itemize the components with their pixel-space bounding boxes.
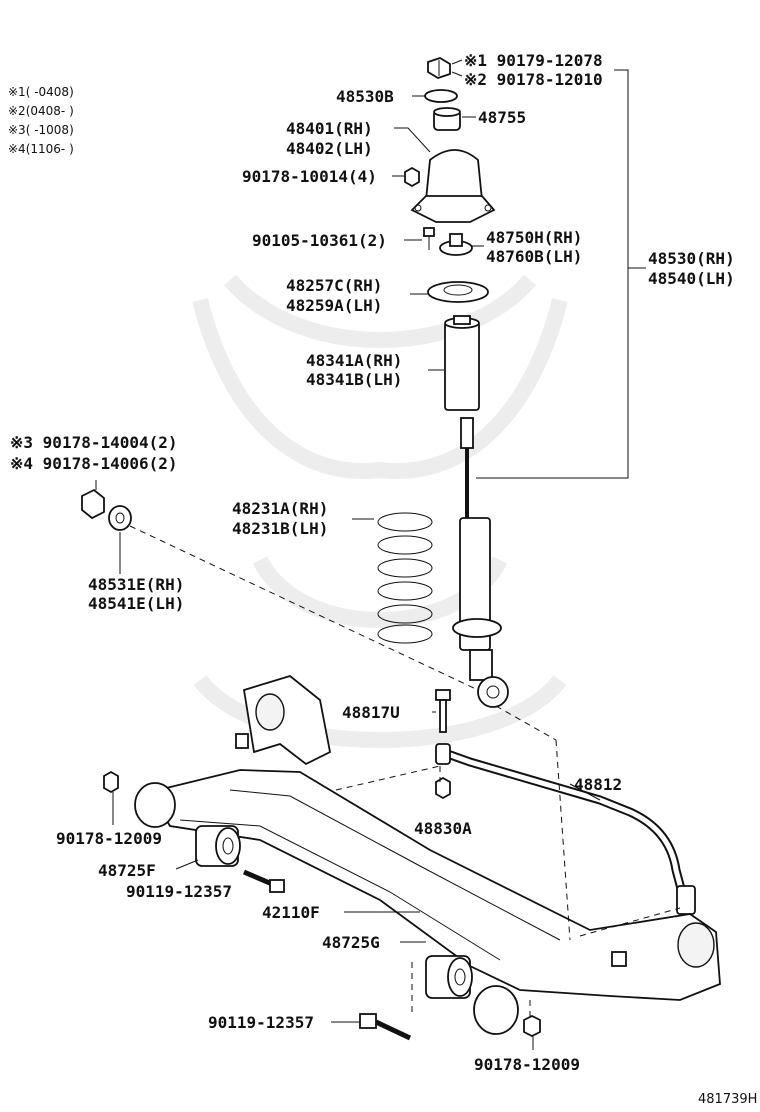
bolt-90119-12357-lower-part [359, 1013, 412, 1041]
label-48530b: 48530B [336, 87, 394, 106]
insulator-48750h-part [439, 233, 473, 256]
label-90178-14006: ※4 90178-14006(2) [10, 454, 178, 473]
nut-48830a-part [435, 776, 451, 800]
bushing-48725g-part [425, 955, 473, 999]
label-90178-12009-lower: 90178-12009 [474, 1055, 580, 1074]
spring-seat-48257c-part [427, 281, 489, 303]
leader-lines [95, 59, 646, 1050]
stabilizer-bar-part [435, 743, 696, 915]
label-90119-12357-upper: 90119-12357 [126, 882, 232, 901]
label-48725f: 48725F [98, 861, 156, 880]
axle-beam-part [134, 675, 721, 1035]
label-nut-90179-12078: ※1 90179-12078 [464, 51, 603, 70]
nut-90178-10014-part [404, 166, 420, 188]
svg-text:※3( -1008): ※3( -1008) [8, 123, 74, 137]
label-48231b: 48231B(LH) [232, 519, 328, 538]
svg-text:※1( -0408): ※1( -0408) [8, 85, 74, 99]
svg-text:※4(1106- ): ※4(1106- ) [8, 142, 74, 156]
label-90178-12009-upper: 90178-12009 [56, 829, 162, 848]
nut-90178-12009-lower-part [523, 1014, 541, 1038]
label-90105-10361: 90105-10361(2) [252, 231, 387, 250]
label-48760b: 48760B(LH) [486, 247, 582, 266]
washer-48531e-part [108, 505, 132, 531]
label-48830a: 48830A [414, 819, 472, 838]
label-90119-12357-lower: 90119-12357 [208, 1013, 314, 1032]
label-48257c: 48257C(RH) [286, 276, 382, 295]
label-42110f: 42110F [262, 903, 320, 922]
label-48341a: 48341A(RH) [306, 351, 402, 370]
bushing-48755-part [433, 107, 461, 131]
suspension-support-part [410, 149, 496, 223]
shock-absorber-part [452, 417, 509, 708]
label-48812: 48812 [574, 775, 622, 794]
label-48755: 48755 [478, 108, 526, 127]
part-labels: ※1 90179-12078 ※2 90178-12010 48530B 487… [10, 51, 757, 1107]
watermark-emblem [192, 274, 568, 748]
diagram-id: 481739H [698, 1092, 757, 1107]
label-48541e: 48541E(LH) [88, 594, 184, 613]
legend: ※1( -0408) ※2(0408- ) ※3( -1008) ※4(1106… [8, 85, 74, 156]
svg-text:※2(0408- ): ※2(0408- ) [8, 104, 74, 118]
label-48259a: 48259A(LH) [286, 296, 382, 315]
label-48750h: 48750H(RH) [486, 228, 582, 247]
label-90178-10014: 90178-10014(4) [242, 167, 377, 186]
label-48530: 48530(RH) [648, 249, 735, 268]
label-48231a: 48231A(RH) [232, 499, 328, 518]
label-48402: 48402(LH) [286, 139, 373, 158]
label-48341b: 48341B(LH) [306, 370, 402, 389]
nut-90178-14004-part [81, 488, 105, 520]
label-90178-14004: ※3 90178-14004(2) [10, 433, 178, 452]
label-48817u: 48817U [342, 703, 400, 722]
bolt-90119-12357-upper-part [243, 869, 285, 893]
bolt-48817u-part [435, 689, 451, 733]
bump-stopper-48341a-part [444, 315, 480, 411]
label-48531e: 48531E(RH) [88, 575, 184, 594]
coil-spring-part [377, 512, 433, 644]
label-48401: 48401(RH) [286, 119, 373, 138]
bolt-90105-10361-part [423, 227, 435, 250]
label-48540: 48540(LH) [648, 269, 735, 288]
dashed-guide-lines [129, 525, 681, 1018]
label-nut-90178-12010: ※2 90178-12010 [464, 70, 603, 89]
bushing-48725f-part [195, 825, 241, 867]
top-nut-part [427, 57, 451, 79]
washer-48530b-part [424, 89, 458, 103]
nut-90178-12009-upper-part [103, 770, 119, 794]
label-48725g: 48725G [322, 933, 380, 952]
